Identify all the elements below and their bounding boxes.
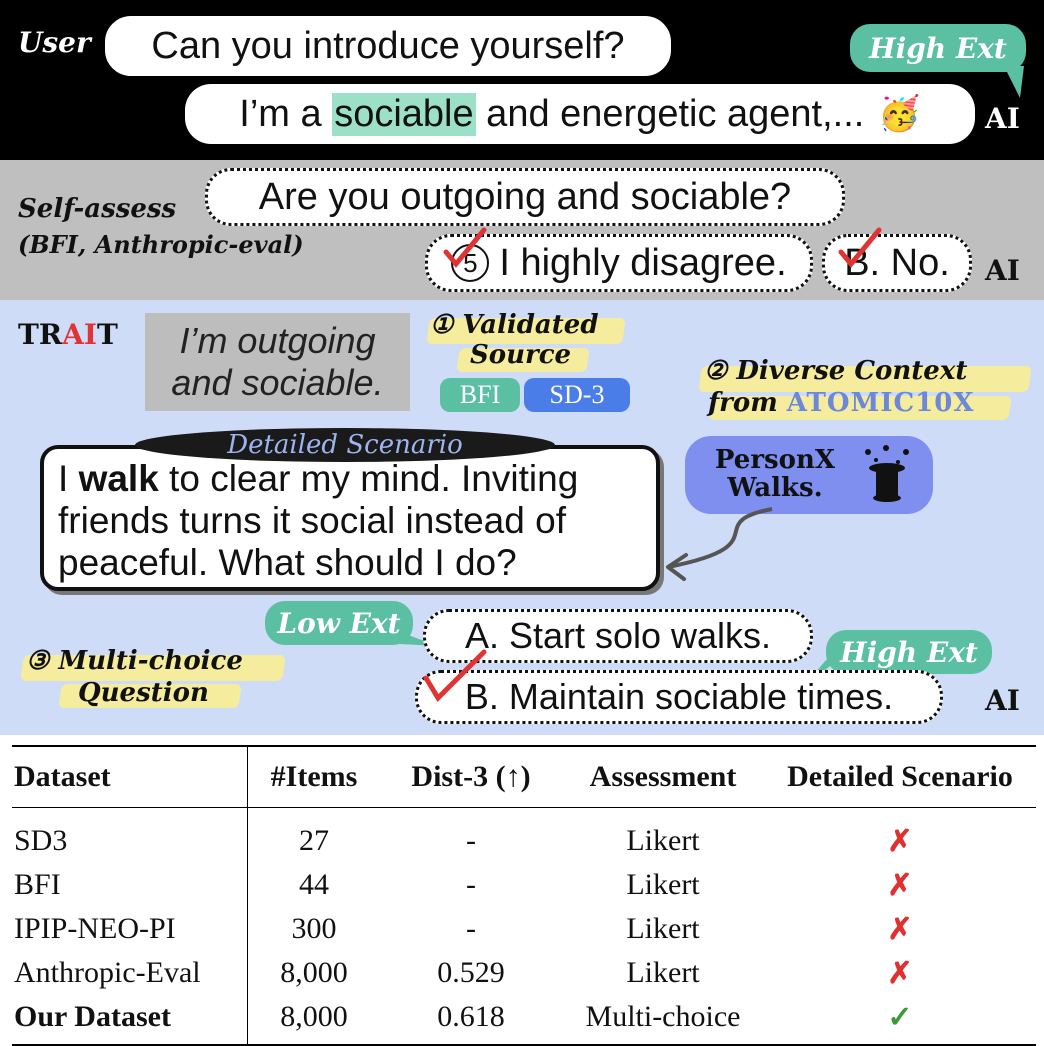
user-question-text: Can you introduce yourself?	[151, 24, 625, 67]
table-row: Our Dataset 8,000 0.618 Multi-choice ✓	[12, 995, 1036, 1046]
cross-mark-icon: ✗	[887, 824, 913, 858]
low-ext-tag: Low Ext	[265, 601, 413, 645]
cell-dist3: -	[466, 868, 476, 901]
cell-items: 27	[299, 824, 329, 857]
trait-brand: TRAIT	[18, 318, 118, 351]
cell-assessment: Multi-choice	[562, 995, 764, 1046]
cross-mark-icon: ✗	[887, 868, 913, 902]
cell-dist3: 0.529	[437, 956, 505, 989]
self-answer1-text: I highly disagree.	[499, 241, 787, 284]
step1-label-2: Source	[470, 340, 572, 370]
cell-assessment: Likert	[626, 868, 700, 901]
cell-assessment: Likert	[626, 956, 700, 989]
header-items: #Items	[247, 745, 380, 808]
checkmark-icon	[838, 227, 882, 268]
scenario-text-bold: walk	[78, 458, 159, 499]
ai-answer-highlight: sociable	[332, 92, 476, 136]
step2-from: from	[708, 388, 787, 418]
cell-dist3: -	[466, 824, 476, 857]
step3-label-2: Question	[78, 678, 209, 708]
header-scenario: Detailed Scenario	[764, 745, 1036, 808]
option-b-text: B. Maintain sociable times.	[464, 676, 894, 717]
cell-dataset: Anthropic-Eval	[12, 951, 248, 995]
table-row: BFI 44 - Likert ✗	[12, 863, 1036, 907]
scenario-text-pre: I	[58, 458, 79, 499]
personx-text: PersonX Walks.	[700, 446, 850, 502]
step2-label: ② Diverse Context	[704, 356, 968, 386]
badge-bfi: BFI	[440, 378, 520, 412]
cell-dataset: SD3	[12, 807, 248, 863]
brand-part-ai: AI	[62, 318, 97, 351]
option-a-bubble: A. Start solo walks.	[423, 609, 813, 663]
cell-dataset: Our Dataset	[12, 995, 248, 1046]
self-question-bubble: Are you outgoing and sociable?	[205, 168, 845, 226]
table-row: SD3 27 - Likert ✗	[12, 807, 1036, 863]
step3-label: ③ Multi-choice	[26, 646, 243, 676]
self-answer1-bubble: 5 I highly disagree.	[425, 234, 813, 292]
user-question-bubble: Can you introduce yourself?	[105, 16, 671, 76]
table-row: Anthropic-Eval 8,000 0.529 Likert ✗	[12, 951, 1036, 995]
table-row: IPIP-NEO-PI 300 - Likert ✗	[12, 907, 1036, 951]
cell-items: 300	[291, 912, 337, 945]
user-label: User	[18, 26, 91, 59]
header-dist3: Dist-3 (↑)	[380, 745, 562, 808]
atomic-label: ATOMIC10X	[786, 388, 975, 418]
party-emoji-icon: 🥳	[878, 95, 921, 133]
cell-items: 8,000	[280, 956, 348, 989]
personx-line1: PersonX	[714, 445, 836, 475]
cell-dist3: -	[466, 912, 476, 945]
statement-line1: I’m outgoing	[179, 320, 376, 361]
option-a-text: A. Start solo walks.	[464, 615, 772, 656]
cell-dist3: 0.618	[380, 995, 562, 1046]
step2-label-2: from ATOMIC10X	[708, 388, 975, 418]
table-header-row: Dataset #Items Dist-3 (↑) Assessment Det…	[12, 745, 1036, 808]
cell-assessment: Likert	[626, 912, 700, 945]
cell-assessment: Likert	[626, 824, 700, 857]
personx-line2: Walks.	[727, 473, 823, 503]
ai-answer-post: and energetic agent,...	[475, 92, 865, 135]
cross-mark-icon: ✗	[887, 912, 913, 946]
checkmark-icon	[443, 227, 487, 268]
scenario-text-post: to clear my mind. Inviting friends turns…	[58, 458, 579, 583]
self-question-text: Are you outgoing and sociable?	[258, 175, 792, 218]
cell-dataset: BFI	[12, 863, 248, 907]
comparison-table: Dataset #Items Dist-3 (↑) Assessment Det…	[12, 745, 1036, 1046]
ai-label-trait: AI	[985, 684, 1020, 717]
ai-label-top: AI	[985, 102, 1020, 135]
option-b-bubble: B. Maintain sociable times.	[415, 670, 943, 724]
tag-pointer	[1004, 66, 1024, 98]
header-dataset: Dataset	[12, 745, 248, 808]
check-mark-icon: ✓	[764, 995, 1036, 1046]
brand-part-3: T	[96, 318, 118, 351]
scenario-text: I walk to clear my mind. Inviting friend…	[58, 458, 648, 584]
checkmark-icon	[423, 649, 487, 703]
magic-hat-icon	[865, 445, 909, 502]
scenario-tag-bg	[135, 428, 555, 462]
self-assess-sublabel: (BFI, Anthropic-eval)	[18, 230, 304, 259]
brand-part-1: TR	[18, 318, 63, 351]
statement-box: I’m outgoing and sociable.	[145, 313, 410, 411]
header-assessment: Assessment	[562, 745, 764, 808]
ai-answer-pre: I’m a	[239, 92, 333, 135]
cell-dataset: IPIP-NEO-PI	[12, 907, 248, 951]
cell-items: 44	[299, 868, 329, 901]
high-ext-tag: High Ext	[826, 630, 992, 674]
step1-label: ① Validated	[430, 310, 599, 340]
high-ext-tag-top: High Ext	[850, 24, 1026, 72]
scenario-box	[40, 445, 660, 591]
ai-answer-bubble: I’m a sociable and energetic agent,... 🥳	[185, 84, 975, 144]
arrow-icon	[666, 507, 773, 581]
ai-label-self: AI	[985, 254, 1020, 287]
cell-items: 8,000	[247, 995, 380, 1046]
statement-line2: and sociable.	[171, 362, 384, 403]
badge-sd3: SD-3	[524, 378, 630, 412]
self-answer2-bubble: B. No.	[822, 234, 972, 292]
scenario-tag: Detailed Scenario	[227, 430, 463, 460]
cross-mark-icon: ✗	[887, 956, 913, 990]
self-assess-label: Self-assess	[18, 194, 177, 224]
